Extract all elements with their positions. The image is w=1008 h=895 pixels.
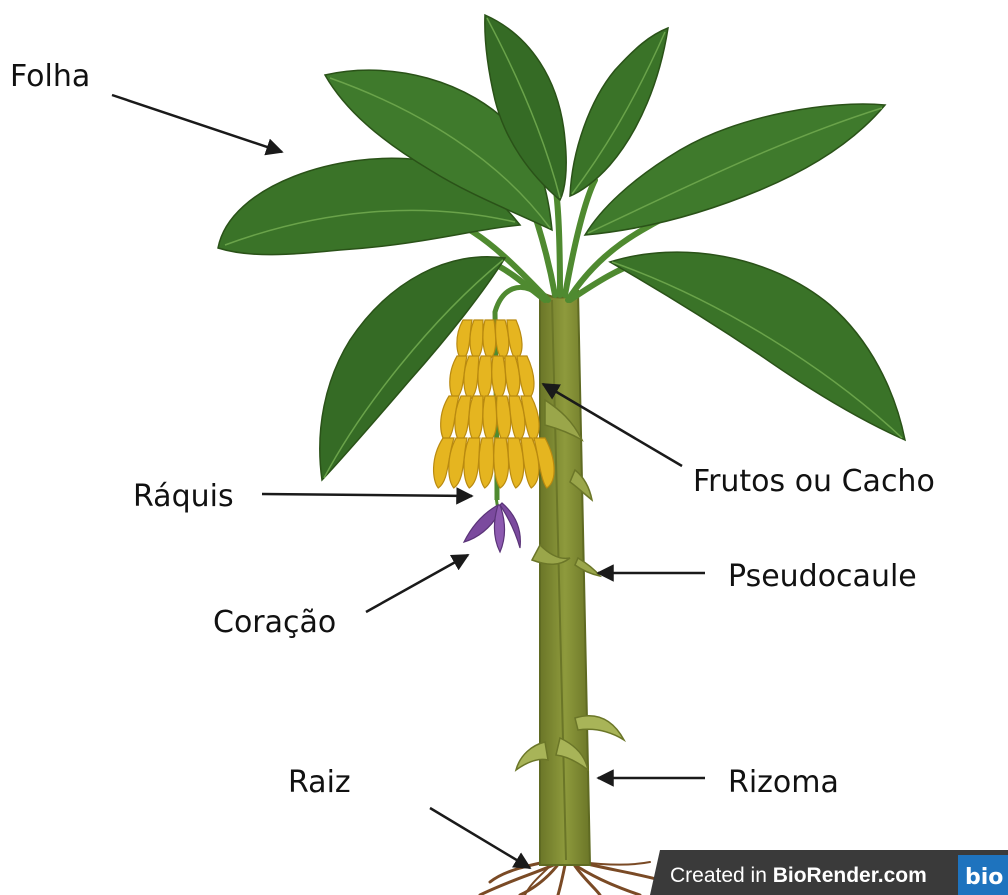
banana-fruit (483, 396, 497, 442)
arrow-raquis (262, 494, 472, 496)
banana-fruit (507, 320, 522, 360)
arrow-folha (112, 95, 282, 152)
banana-fruit (469, 396, 483, 442)
watermark-prefix: Created in (670, 864, 773, 887)
banana-fruit (464, 356, 479, 400)
arrow-coracao (366, 555, 468, 612)
banana-fruit (479, 438, 494, 488)
watermark-text: Created in BioRender.com (670, 864, 927, 887)
label-pseudocaule: Pseudocaule (728, 559, 917, 594)
label-raquis: Ráquis (133, 479, 234, 514)
arrow-raiz (430, 808, 530, 868)
banana-fruit (478, 356, 492, 400)
biorender-watermark[interactable]: Created in BioRender.com bio (650, 850, 1008, 895)
leaf (610, 252, 905, 440)
banana-bunch (434, 312, 555, 500)
label-folha: Folha (10, 59, 90, 94)
label-rizoma: Rizoma (728, 765, 839, 800)
banana-heart (464, 497, 520, 552)
label-frutos: Frutos ou Cacho (693, 464, 935, 499)
label-coracao: Coração (213, 605, 336, 640)
watermark-brand: BioRender.com (773, 864, 927, 887)
label-raiz: Raiz (288, 765, 351, 800)
banana-fruit (517, 356, 534, 400)
banana-fruit (464, 438, 480, 488)
banana-fruit (470, 320, 483, 360)
biorender-logo-text: bio (965, 865, 1003, 890)
banana-fruit (483, 320, 496, 360)
